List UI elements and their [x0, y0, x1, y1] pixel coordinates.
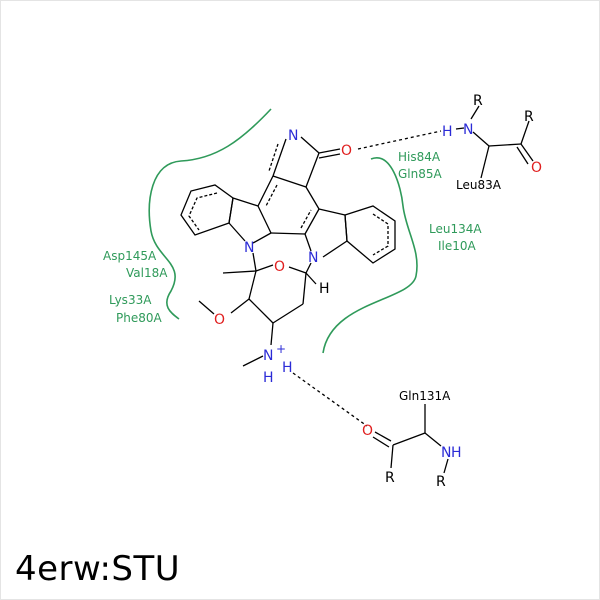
residue-gln131: Gln131A — [399, 389, 451, 403]
leu83-o: O — [531, 160, 542, 176]
atom-o-ring: O — [274, 259, 285, 275]
residue-leu83: Leu83A — [456, 178, 502, 192]
leu83-n: N — [463, 122, 473, 138]
residue-his84: His84A — [398, 150, 441, 164]
residue-gln85: Gln85A — [398, 167, 443, 181]
atom-n-indole-right: N — [308, 250, 318, 266]
leu83-fragment-bonds — [455, 105, 534, 179]
leu83-h: H — [442, 124, 453, 140]
pocket-arc-left — [148, 108, 272, 320]
residue-ile10: Ile10A — [438, 239, 477, 253]
pocket-arc-right — [322, 157, 418, 354]
leu83-r-top: R — [473, 93, 483, 109]
atom-charge-plus: + — [276, 342, 286, 356]
residue-lys33: Lys33A — [109, 293, 152, 307]
residue-leu134: Leu134A — [429, 222, 482, 236]
residue-phe80: Phe80A — [116, 311, 162, 325]
structure-title: 4erw:STU — [15, 549, 181, 589]
ligand-skeleton — [180, 136, 396, 367]
hbond-lactam-o-leu83 — [357, 130, 442, 150]
atom-n-amine: N — [263, 348, 273, 364]
atom-h-ring: H — [319, 281, 330, 297]
hbond-amine-gln131 — [292, 372, 368, 427]
gln131-o: O — [362, 423, 373, 439]
gln131-r-nitrogen: R — [436, 474, 446, 490]
gln131-r-bottom: R — [385, 470, 395, 486]
gln131-fragment-bonds — [372, 404, 449, 474]
atom-o-lactam: O — [341, 143, 352, 159]
atom-h-amine-2: H — [282, 360, 293, 376]
leu83-r-right: R — [524, 109, 534, 125]
residue-val18: Val18A — [126, 266, 168, 280]
atom-n-lactam: N — [288, 128, 298, 144]
residue-asp145: Asp145A — [103, 249, 157, 263]
gln131-n: N — [441, 445, 451, 461]
atom-o-methoxy: O — [214, 312, 225, 328]
atom-h-amine-1: H — [263, 370, 274, 386]
atom-n-indole-left: N — [244, 240, 254, 256]
gln131-h: H — [451, 445, 462, 461]
